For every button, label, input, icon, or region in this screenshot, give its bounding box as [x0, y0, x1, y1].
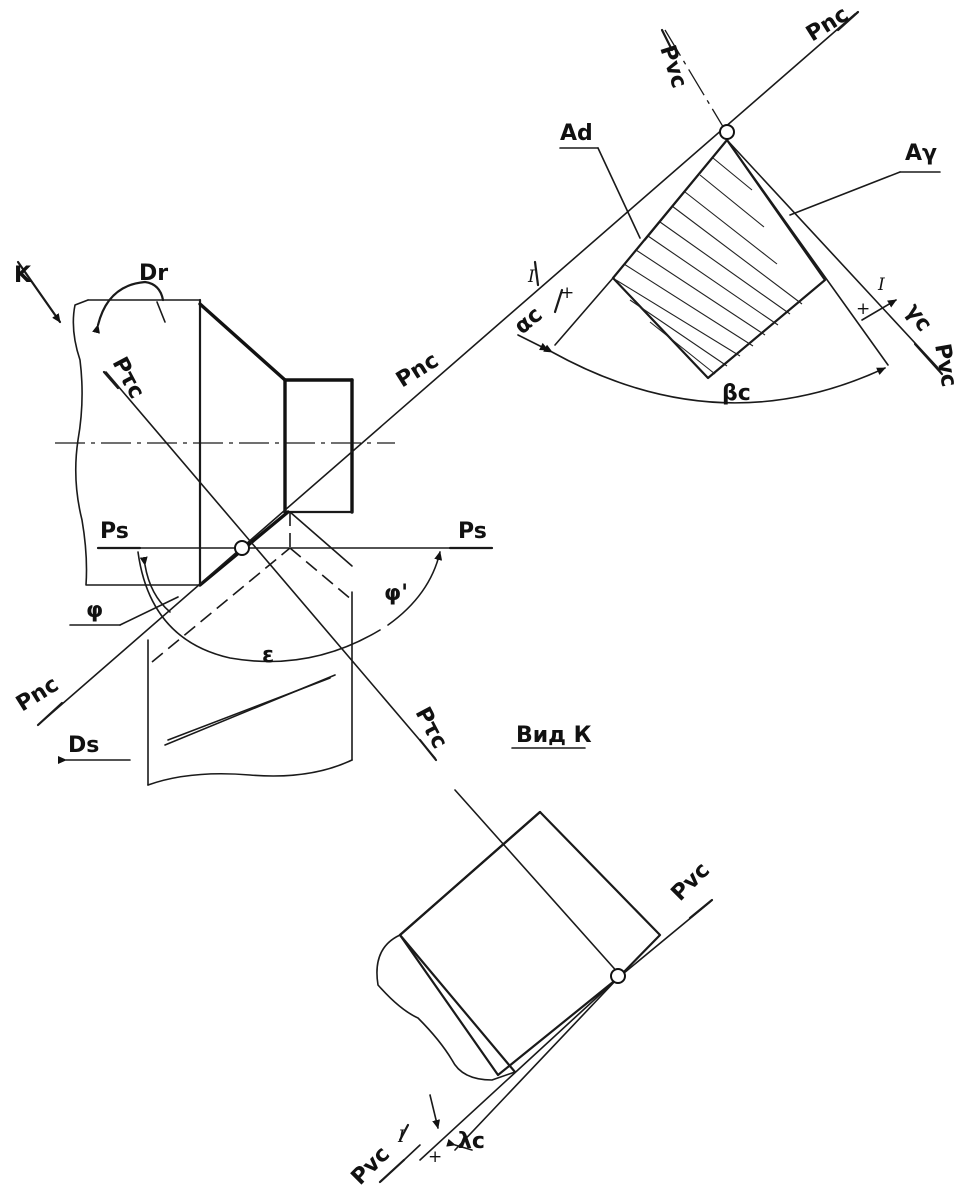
- vertex-point-view-k: [610, 968, 626, 984]
- pnc-mid-label: Pnc: [392, 348, 443, 393]
- pvc-right-line: [726, 139, 941, 371]
- dr-rotation-arrow: Dr: [92, 261, 168, 334]
- cone-edge: [198, 302, 287, 382]
- section-view: [517, 28, 944, 404]
- lambda-minus: I: [397, 1127, 405, 1147]
- workpiece-break-line: [72, 299, 201, 586]
- pnc-top-label: Pnc: [802, 2, 853, 47]
- pvc-lower-label: Pvc: [667, 858, 715, 906]
- pnc-plane-line: [36, 10, 860, 727]
- ptc-top-label: Pτc: [107, 353, 149, 403]
- alpha-plus: +: [560, 283, 574, 303]
- phi1-label: φ': [384, 581, 408, 606]
- beta-arc: [543, 344, 886, 404]
- tool-body: [147, 511, 353, 786]
- alpha-label: αc: [510, 302, 548, 339]
- pvc-top-line: [664, 29, 726, 131]
- lambda-plus: +: [428, 1147, 442, 1167]
- phi-label: φ: [86, 598, 103, 623]
- gamma-label: γc: [900, 299, 937, 336]
- pvc-right-label: Pvc: [929, 342, 961, 389]
- vertex-point-section: [719, 124, 735, 140]
- ds-label: Ds: [68, 733, 99, 758]
- main-angles: φ φ' ε: [69, 551, 443, 668]
- view-k-letter: K: [14, 263, 32, 288]
- view-k-axis: [454, 789, 621, 976]
- view-k-title: Вид К: [516, 723, 592, 748]
- eps-label: ε: [262, 643, 274, 668]
- section-contour: [611, 138, 827, 380]
- view-k-drawing: [376, 789, 714, 1184]
- vertex-point-main: [234, 540, 250, 556]
- pnc-line: [37, 13, 856, 726]
- ad-label: Ad: [560, 121, 593, 146]
- gamma-plus: +: [856, 299, 870, 319]
- ag-label: Aγ: [905, 141, 937, 166]
- pvc-bottom-label: Pvc: [347, 1142, 395, 1190]
- gamma-minus: I: [877, 275, 885, 295]
- beta-label: βc: [722, 381, 751, 406]
- pvc-top-label: Pvc: [654, 42, 691, 91]
- phi1-arc: [387, 551, 443, 626]
- lambda-label: λc: [458, 1129, 485, 1154]
- ps-left-label: Ps: [100, 519, 129, 544]
- eps-arc: [137, 551, 381, 663]
- view-k-arrow: K: [14, 260, 62, 324]
- alpha-minus: I: [527, 267, 535, 287]
- dr-label: Dr: [139, 261, 168, 286]
- ps-right-label: Ps: [458, 519, 487, 544]
- ptc-low-label: Pτc: [410, 703, 452, 753]
